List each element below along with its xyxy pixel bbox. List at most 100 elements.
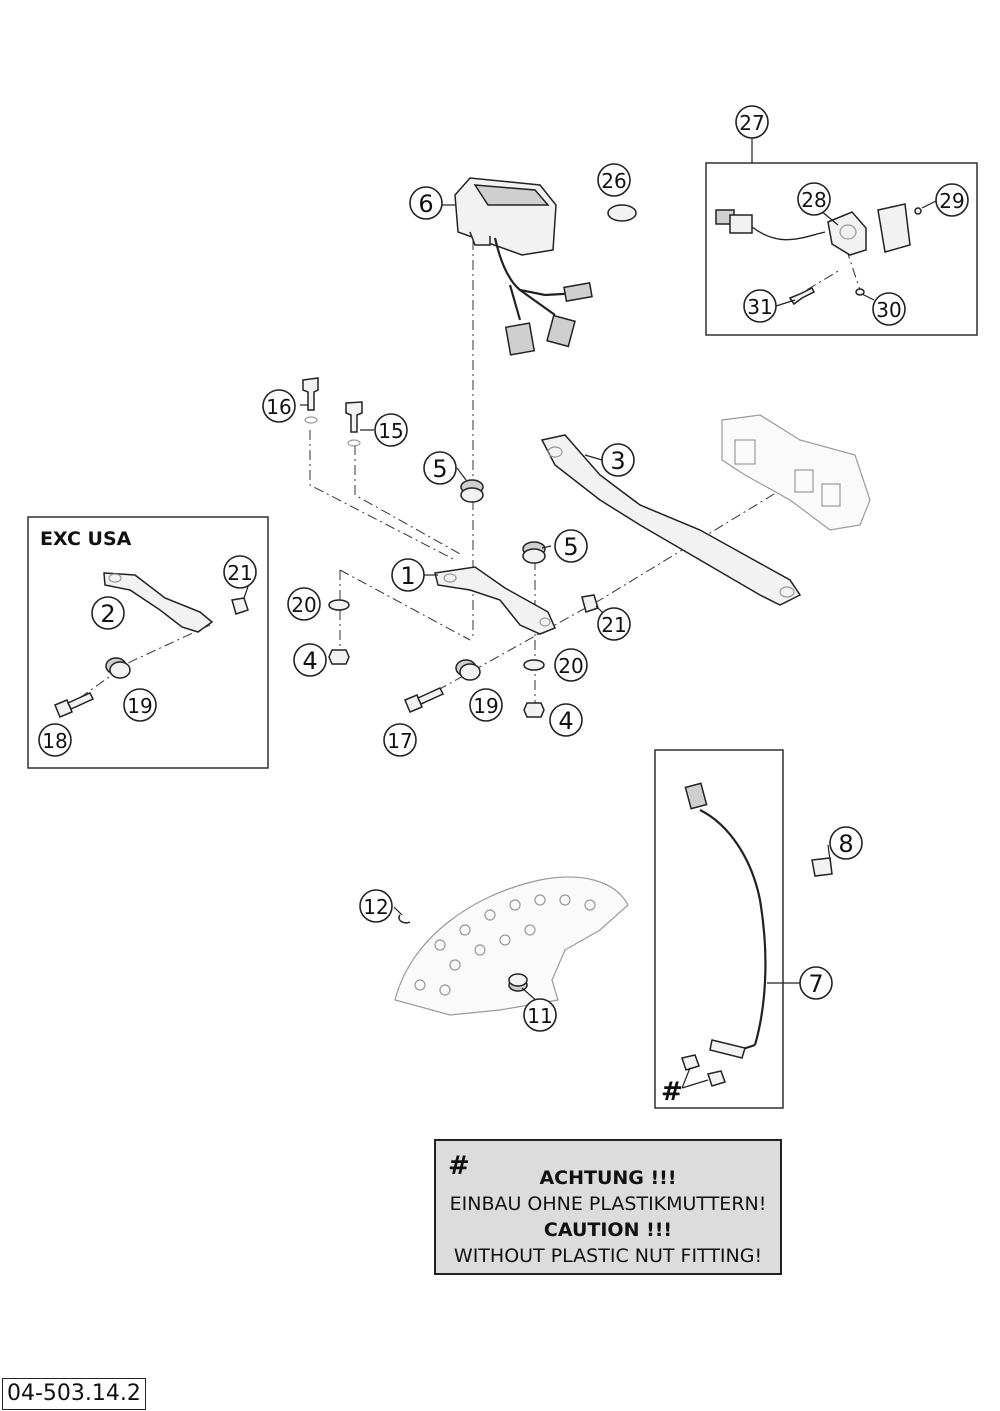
- svg-text:17: 17: [387, 729, 412, 753]
- callout-29: 29: [935, 183, 969, 217]
- svg-text:11: 11: [527, 1004, 552, 1028]
- caution-line-4: WITHOUT PLASTIC NUT FITTING!: [453, 1245, 763, 1267]
- svg-text:6: 6: [418, 190, 433, 218]
- callout-5-upper: 5: [423, 451, 457, 485]
- svg-text:31: 31: [747, 295, 772, 319]
- exc-usa-label: EXC USA: [40, 528, 132, 550]
- callout-12: 12: [359, 889, 393, 923]
- pin-16: [302, 377, 319, 424]
- callout-11: 11: [523, 998, 557, 1032]
- sensor-kit-panel: [705, 162, 978, 336]
- svg-text:26: 26: [601, 169, 626, 193]
- spacer-21: [581, 594, 599, 613]
- callout-4-right: 4: [549, 703, 583, 737]
- svg-text:19: 19: [473, 694, 498, 718]
- callout-27: 27: [735, 105, 769, 139]
- drawing-number: 04-503.14.2: [2, 1378, 146, 1410]
- bracket-1: [434, 566, 556, 635]
- connector-plug: [715, 209, 753, 234]
- magnet-11: [508, 973, 528, 992]
- screw-29: [914, 207, 922, 215]
- svg-text:18: 18: [42, 729, 67, 753]
- svg-text:8: 8: [838, 830, 853, 858]
- callout-2: 2: [91, 596, 125, 630]
- caution-hash-symbol: #: [448, 1151, 470, 1181]
- speedometer-unit: [454, 177, 593, 356]
- svg-text:1: 1: [400, 562, 415, 590]
- cap-26: [607, 204, 637, 222]
- callout-3: 3: [601, 443, 635, 477]
- svg-text:19: 19: [127, 694, 152, 718]
- grommet-5-upper: [460, 479, 484, 503]
- svg-text:20: 20: [558, 654, 583, 678]
- svg-text:2: 2: [100, 600, 115, 628]
- svg-text:21: 21: [227, 561, 252, 585]
- washer-20-left: [328, 599, 350, 611]
- callout-21: 21: [597, 607, 631, 641]
- callout-19: 19: [469, 688, 503, 722]
- callout-26: 26: [597, 163, 631, 197]
- svg-text:5: 5: [563, 533, 578, 561]
- nut-30: [855, 288, 865, 296]
- svg-text:3: 3: [610, 447, 625, 475]
- callout-20-right: 20: [554, 648, 588, 682]
- headlight-mask-outline: [721, 414, 871, 531]
- svg-text:12: 12: [363, 895, 388, 919]
- grommet-19: [455, 659, 481, 681]
- svg-text:29: 29: [939, 189, 964, 213]
- svg-text:4: 4: [558, 707, 573, 735]
- nut-4-right: [523, 702, 545, 718]
- sensor-cable-panel: [654, 749, 784, 1109]
- assembly-lines: [69, 229, 861, 710]
- strap-3: [540, 434, 802, 606]
- caution-line-3: CAUTION !!!: [543, 1219, 673, 1241]
- callout-16: 16: [262, 389, 296, 423]
- callout-19-exc: 19: [123, 688, 157, 722]
- grommet-19-exc: [105, 657, 131, 679]
- callout-4-left: 4: [293, 643, 327, 677]
- washer-20-right: [523, 659, 545, 671]
- magnet-29: [877, 203, 911, 253]
- caution-line-2: EINBAU OHNE PLASTIKMUTTERN!: [449, 1193, 767, 1215]
- callout-8: 8: [829, 826, 863, 860]
- callout-20-left: 20: [287, 587, 321, 621]
- callout-30: 30: [872, 292, 906, 326]
- svg-text:20: 20: [291, 593, 316, 617]
- svg-text:7: 7: [808, 970, 823, 998]
- clip-8: [811, 857, 833, 877]
- svg-text:5: 5: [432, 455, 447, 483]
- bracket-2: [103, 572, 214, 633]
- sensor-body-28: [827, 211, 867, 256]
- callout-28: 28: [797, 182, 831, 216]
- svg-text:21: 21: [601, 613, 626, 637]
- callout-15: 15: [374, 413, 408, 447]
- hash-mark: #: [661, 1077, 683, 1107]
- callout-1: 1: [391, 558, 425, 592]
- svg-text:16: 16: [266, 395, 291, 419]
- callout-31: 31: [743, 289, 777, 323]
- caution-line-1: ACHTUNG !!!: [539, 1167, 677, 1189]
- bolt-18: [54, 692, 95, 718]
- grommet-5-right: [522, 541, 546, 564]
- callout-21-exc: 21: [223, 555, 257, 589]
- caution-box: # ACHTUNG !!! EINBAU OHNE PLASTIKMUTTERN…: [434, 1139, 782, 1275]
- callout-6: 6: [409, 186, 443, 220]
- svg-text:27: 27: [739, 111, 764, 135]
- sensor-wire: [751, 226, 826, 241]
- cable-7: [681, 782, 767, 1087]
- svg-text:4: 4: [302, 647, 317, 675]
- callout-5-right: 5: [554, 529, 588, 563]
- callout-7: 7: [799, 966, 833, 1000]
- nut-4-left: [328, 649, 350, 665]
- svg-text:28: 28: [801, 188, 826, 212]
- brake-disc-outline: [394, 876, 629, 1016]
- pin-15: [345, 401, 363, 447]
- spacer-21-exc: [231, 597, 249, 615]
- exc-usa-panel: [27, 516, 269, 769]
- ring-12: [398, 914, 411, 924]
- svg-text:15: 15: [378, 419, 403, 443]
- callout-17: 17: [383, 723, 417, 757]
- screw-31: [788, 286, 816, 306]
- callout-18: 18: [38, 723, 72, 757]
